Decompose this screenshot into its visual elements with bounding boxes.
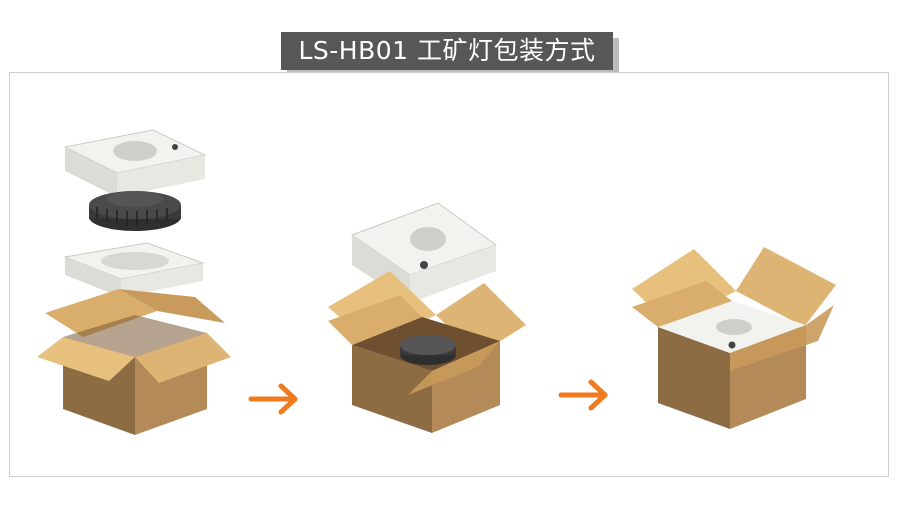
step-1-illustration: [37, 129, 231, 435]
high-bay-lamp-in-box: [400, 335, 456, 365]
cardboard-box: [37, 289, 231, 435]
foam-lid-top: [63, 129, 207, 197]
arrow-right-icon: [248, 383, 298, 415]
cardboard-box-open: [328, 271, 526, 433]
step-3-box-packed-open: [628, 245, 838, 435]
foam-insert-top: [716, 319, 752, 349]
page-title-text: LS-HB01 工矿灯包装方式: [281, 32, 613, 70]
step-1-box-with-exploded-parts: [35, 125, 245, 440]
cardboard-box-packed: [632, 247, 836, 429]
high-bay-lamp: [89, 191, 181, 231]
foam-lid: [350, 202, 498, 303]
page-title: LS-HB01 工矿灯包装方式: [281, 32, 619, 76]
arrow-right-icon: [558, 379, 608, 411]
step-3-illustration: [632, 247, 836, 429]
step-2-illustration: [328, 202, 526, 433]
step-2-lamp-in-box-lid-above: [318, 195, 528, 440]
foam-base: [63, 242, 205, 297]
